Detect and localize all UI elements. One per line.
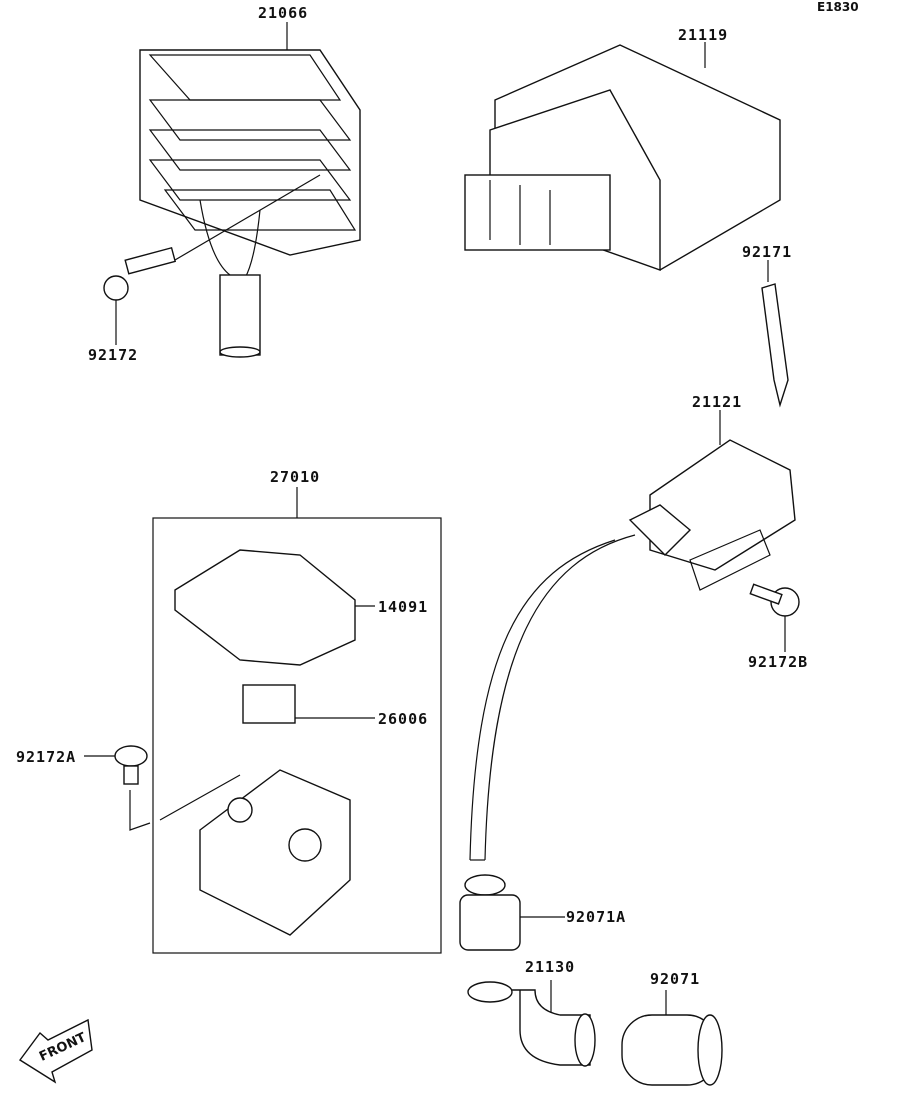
part-label-21066[interactable]: 21066 (258, 4, 309, 22)
regulator-drawing (139, 22, 361, 358)
part-label-26006[interactable]: 26006 (378, 710, 429, 728)
relay-bolt-drawing (84, 745, 148, 785)
part-label-92171[interactable]: 92171 (742, 243, 793, 261)
part-label-92071A[interactable]: 92071A (566, 908, 627, 926)
cable-tie-drawing (761, 260, 789, 408)
coil-screw-drawing (749, 583, 800, 652)
spark-plug-cap-drawing (467, 980, 596, 1067)
part-label-21121[interactable]: 21121 (692, 393, 743, 411)
part-label-14091[interactable]: 14091 (378, 598, 429, 616)
relay-assembly-drawing (129, 487, 442, 954)
diagram-code: E1830 (817, 0, 859, 14)
ignition-coil-drawing (469, 410, 796, 861)
part-label-21130[interactable]: 21130 (525, 958, 576, 976)
part-label-92172B[interactable]: 92172B (748, 653, 809, 671)
part-label-21119[interactable]: 21119 (678, 26, 729, 44)
regulator-bolt-drawing (103, 246, 177, 345)
part-label-92071[interactable]: 92071 (650, 970, 701, 988)
part-label-92172A[interactable]: 92172A (16, 748, 77, 766)
part-label-27010[interactable]: 27010 (270, 468, 321, 486)
part-label-92172[interactable]: 92172 (88, 346, 139, 364)
front-arrow-icon (18, 1018, 93, 1084)
control-unit-drawing (464, 42, 781, 271)
grommet-drawing (459, 874, 565, 951)
cap-boot-drawing (621, 990, 723, 1086)
